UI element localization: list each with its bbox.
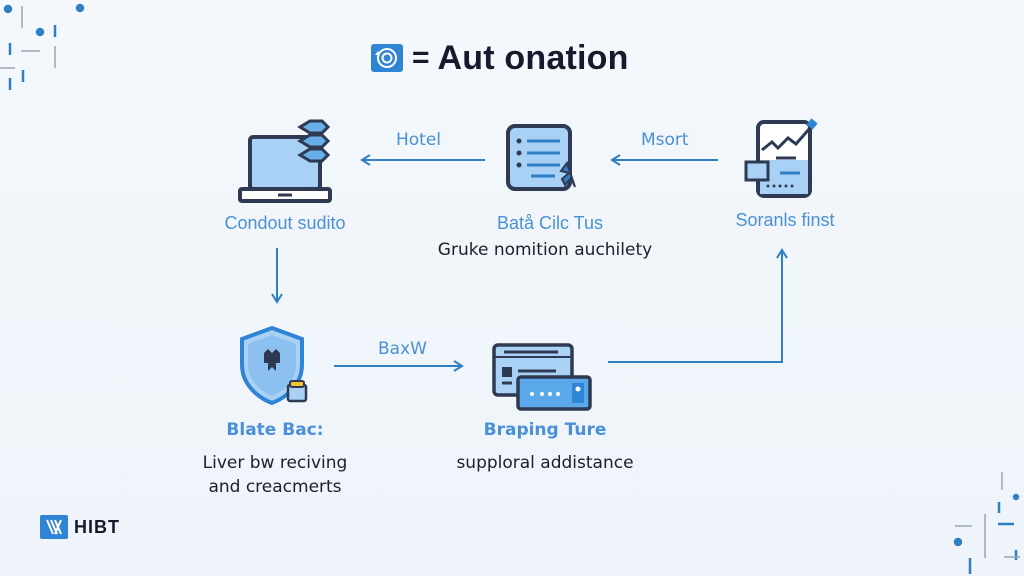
edge-label-hotel: Hotel — [396, 130, 442, 150]
edge-label-baxw: BaxW — [378, 339, 427, 359]
laptop-database-icon — [238, 119, 332, 203]
node-checklist-title: Batå Cilc Tus — [496, 213, 604, 233]
checklist-cursor-icon[interactable] — [505, 123, 595, 195]
edge-label-msort: Msort — [641, 130, 689, 150]
automation-cycle-icon — [371, 44, 403, 72]
page-title: Aut onation — [437, 38, 629, 77]
arrow-cards-to-report — [608, 248, 788, 363]
brand-logo: HIBT — [40, 515, 120, 539]
circuit-decoration-bottom-right — [953, 472, 1020, 574]
node-checklist-description: Gruke nomition auchilety — [437, 240, 653, 260]
circuit-decoration-top-left — [0, 3, 85, 90]
node-shield-description-line-2: and creacmerts — [208, 477, 342, 497]
node-cards-description: supploral addistance — [456, 453, 634, 473]
page-header: = Aut onation — [370, 38, 629, 78]
node-laptop-title: Condout sudito — [224, 213, 346, 233]
brand-name: HIBT — [74, 516, 120, 537]
node-cards-title: Braping Ture — [483, 420, 607, 440]
browser-windows-icon[interactable] — [492, 343, 597, 413]
node-laptop[interactable] — [220, 115, 360, 235]
equals-sign: = — [412, 41, 430, 74]
hibt-logo-icon — [40, 515, 68, 539]
shield-lock-icon[interactable] — [238, 325, 313, 407]
node-shield-title: Blate Bac: — [226, 420, 324, 440]
node-shield-description-line-1: Liver bw reciving — [202, 453, 348, 473]
node-report-title: Soranls finst — [735, 210, 835, 230]
chart-report-icon[interactable] — [740, 118, 830, 200]
